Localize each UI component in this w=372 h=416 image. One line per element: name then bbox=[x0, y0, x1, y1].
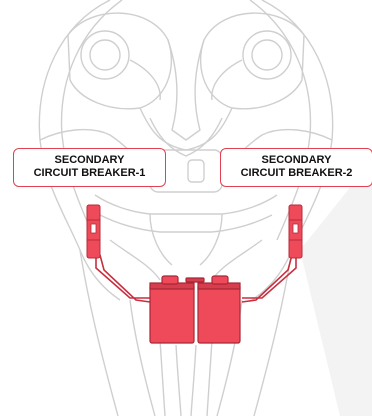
battery-terminal bbox=[162, 276, 178, 284]
battery-right bbox=[198, 285, 240, 343]
callout-secondary-circuit-breaker-1: SECONDARY CIRCUIT BREAKER-1 bbox=[13, 148, 166, 187]
callout-2-line-2: CIRCUIT BREAKER-2 bbox=[221, 167, 372, 180]
background-shade bbox=[300, 160, 372, 416]
callout-1-line-1: SECONDARY bbox=[14, 154, 165, 167]
battery-terminal bbox=[212, 276, 228, 284]
circuit-breaker-1 bbox=[87, 205, 100, 258]
circuit-breaker-2 bbox=[289, 205, 302, 258]
battery-left bbox=[150, 285, 194, 343]
callout-2-line-1: SECONDARY bbox=[221, 154, 372, 167]
callout-secondary-circuit-breaker-2: SECONDARY CIRCUIT BREAKER-2 bbox=[220, 148, 372, 187]
wire-left-1 bbox=[96, 255, 150, 298]
callout-1-line-2: CIRCUIT BREAKER-1 bbox=[14, 167, 165, 180]
battery-link bbox=[186, 278, 204, 282]
battery-pack bbox=[150, 276, 240, 343]
